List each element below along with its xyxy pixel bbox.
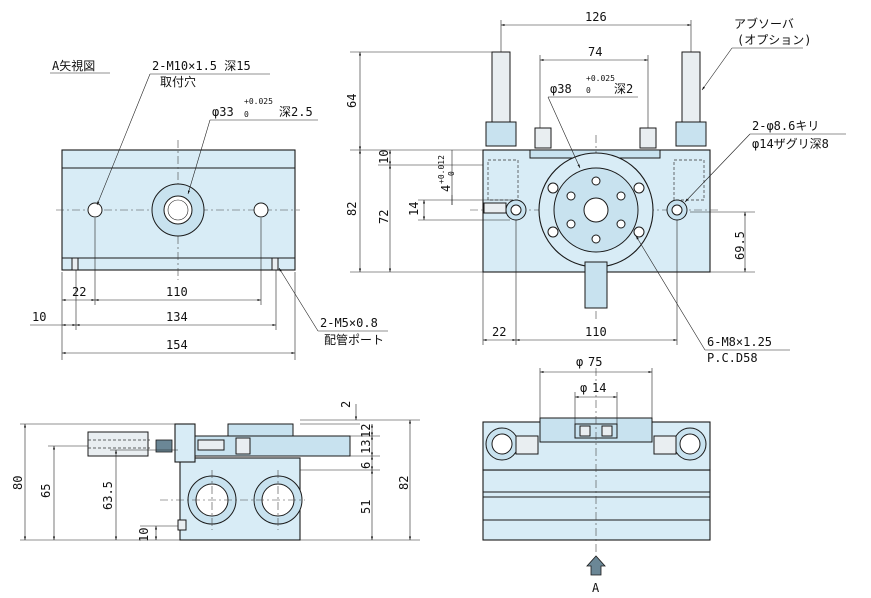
dim-69-5: 69.5 [733, 231, 747, 260]
counterbore-label: φ14ザグリ深8 [752, 137, 829, 151]
dim-4: 4 [439, 185, 453, 192]
view-arrow-a [586, 555, 606, 576]
dim-72: 72 [377, 210, 391, 224]
dim-12: 12 [359, 424, 373, 438]
port-thread-label: 2-M5×0.8 [320, 316, 378, 330]
dim-80: 80 [11, 476, 25, 490]
dim-14-b-label: 14 [592, 381, 606, 395]
view-a [56, 140, 300, 280]
pcd-thread-label: 6-M8×1.25 [707, 335, 772, 349]
dim-63-5: 63.5 [101, 481, 115, 510]
dim-74: 74 [588, 45, 602, 59]
mount-hole-right [253, 202, 269, 218]
top-bore-tol-lower: 0 [586, 86, 591, 95]
view-a-title: A矢視図 [52, 58, 95, 73]
dim-110-a: 110 [166, 285, 188, 299]
side-view [87, 423, 351, 541]
dim-134: 134 [166, 310, 188, 324]
dim-13: 13 [359, 440, 373, 454]
dim-2: 2 [339, 401, 353, 408]
top-bore-label: φ38 [550, 82, 572, 96]
dim-110-b: 110 [585, 325, 607, 339]
tap-thread-label: 2-M10×1.5 深15 [152, 59, 251, 73]
dim-65: 65 [39, 484, 53, 498]
bore-depth-label: 深2.5 [279, 105, 313, 119]
phi-14: φ [580, 381, 587, 395]
tol-012-upper: +0.012 [437, 155, 446, 184]
front-view [482, 368, 711, 555]
absorber-left [491, 51, 511, 131]
absorber-right [681, 51, 701, 131]
bore-diameter-label: φ33 [212, 105, 234, 119]
dim-64: 64 [345, 94, 359, 108]
drill-hole-label: 2-φ8.6キリ [752, 119, 819, 133]
mount-hole-left [87, 202, 103, 218]
tol-012-lower: 0 [447, 171, 456, 176]
front-body [482, 469, 711, 541]
dim-10-c: 10 [137, 528, 151, 542]
dim-154: 154 [166, 338, 188, 352]
dim-51: 51 [359, 500, 373, 514]
dim-6: 6 [359, 462, 373, 469]
side-shaft [87, 431, 149, 457]
bore-tol-lower: 0 [244, 110, 249, 119]
shaft-key [584, 261, 608, 309]
dim-22-a: 22 [72, 285, 86, 299]
dim-82-b: 82 [397, 476, 411, 490]
dim-75-label: 75 [588, 355, 602, 369]
phi-75: φ [576, 355, 583, 369]
dim-10-a: 10 [377, 150, 391, 164]
arrow-a-label: A [592, 581, 600, 595]
dim-10-b: 10 [32, 310, 46, 324]
top-bore-depth: 深2 [614, 82, 633, 96]
top-view [470, 51, 720, 320]
pcd-label: P.C.D58 [707, 351, 758, 365]
absorber-label: アブソーバ [734, 16, 794, 31]
port-sub-label: 配管ポート [324, 332, 384, 347]
dim-126: 126 [585, 10, 607, 24]
bore-tol-upper: +0.025 [244, 97, 273, 106]
dim-22-b: 22 [492, 325, 506, 339]
absorber-sub-label: (オプション) [737, 33, 811, 47]
tap-thread-sub-label: 取付穴 [160, 74, 196, 89]
dim-14-a: 14 [407, 202, 421, 216]
top-bore-tol-upper: +0.025 [586, 74, 615, 83]
dim-82-a: 82 [345, 202, 359, 216]
